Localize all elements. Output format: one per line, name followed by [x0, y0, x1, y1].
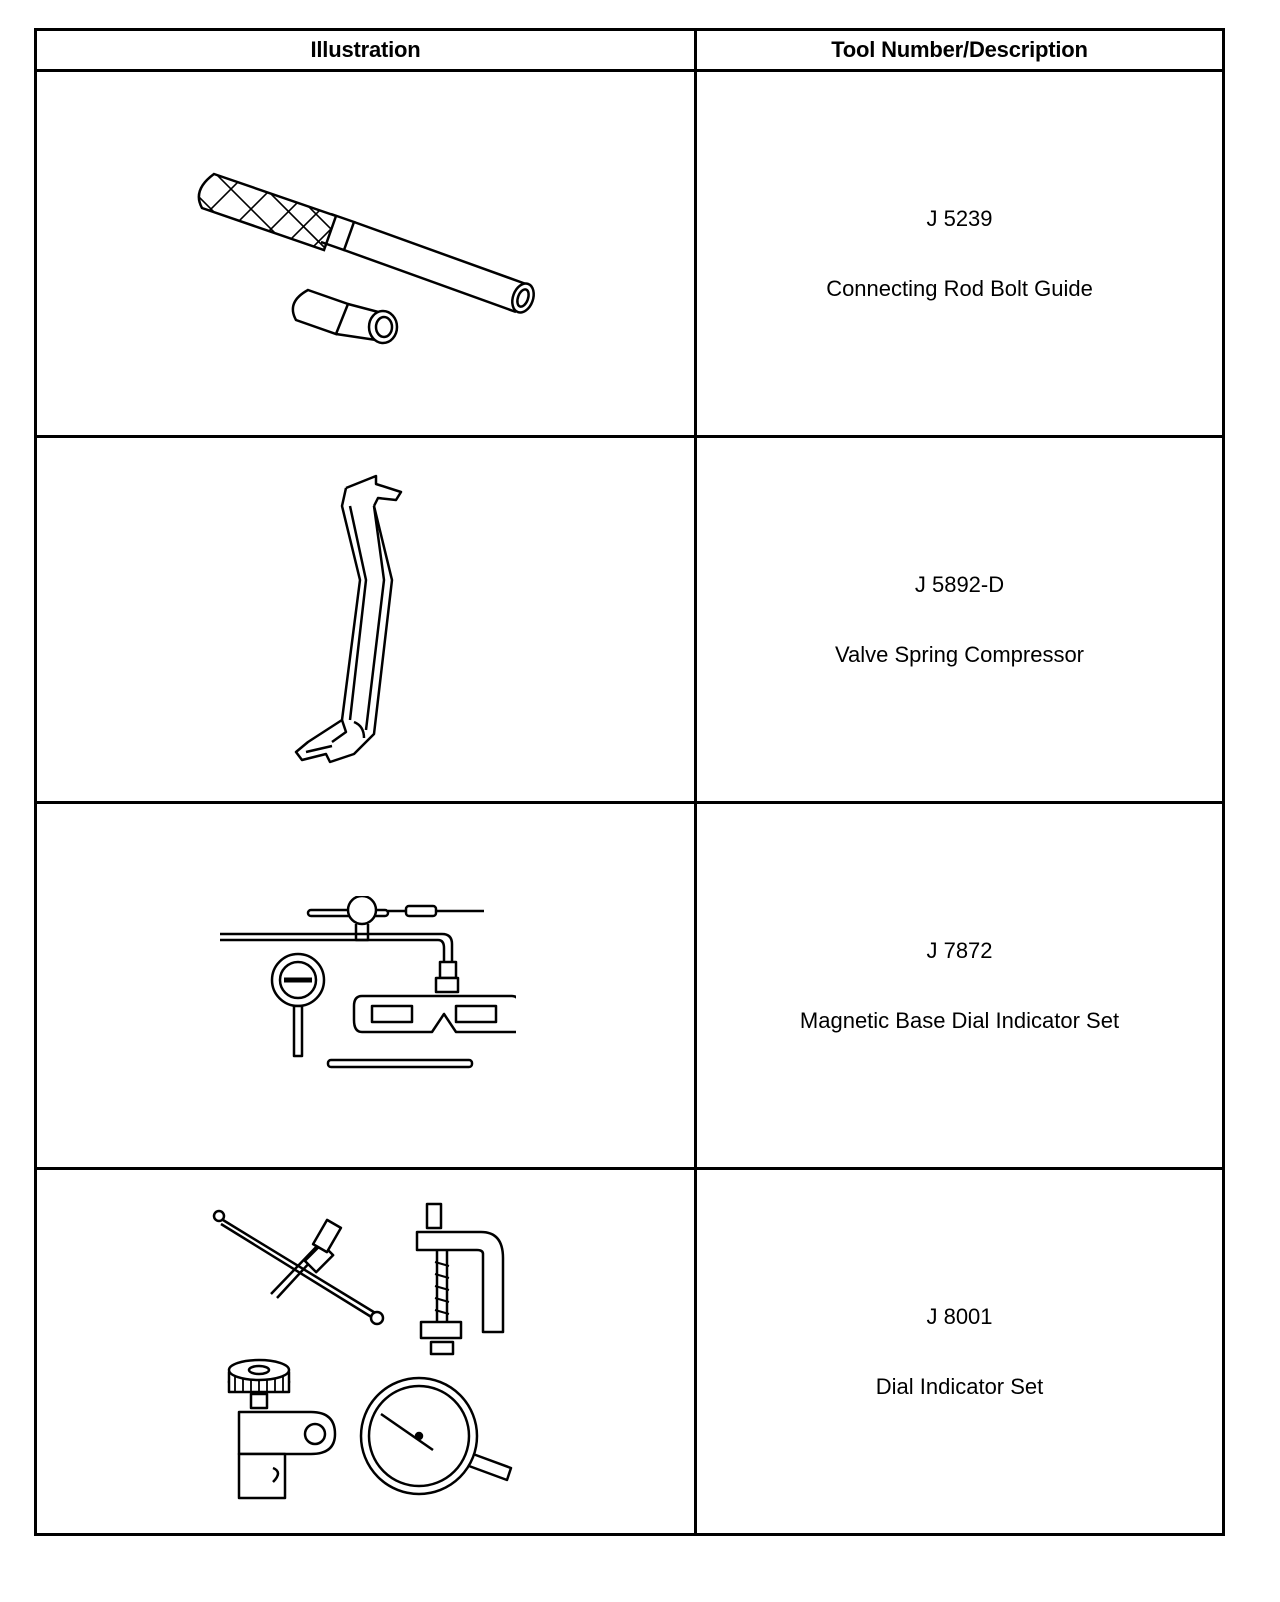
description-cell: J 5239 Connecting Rod Bolt Guide: [694, 69, 1225, 438]
tool-description: Dial Indicator Set: [875, 1373, 1044, 1399]
table-row: J 7872 Magnetic Base Dial Indicator Set: [34, 801, 1225, 1170]
special-tools-table: Illustration Tool Number/Description: [34, 28, 1225, 1536]
tool-description: Connecting Rod Bolt Guide: [826, 275, 1093, 301]
valve-spring-compressor-icon: [294, 474, 402, 763]
tool-description: Magnetic Base Dial Indicator Set: [799, 1007, 1120, 1033]
table-row: J 5239 Connecting Rod Bolt Guide: [34, 69, 1225, 438]
tool-number: J 8001: [926, 1303, 993, 1329]
tool-number: J 5892-D: [914, 571, 1005, 597]
header-illustration: Illustration: [34, 28, 697, 72]
illustration-cell: [34, 435, 697, 804]
illustration-cell: [34, 801, 697, 1170]
tool-number: J 7872: [926, 937, 993, 963]
illustration-cell: [34, 69, 697, 438]
tool-description: Valve Spring Compressor: [834, 641, 1085, 667]
table-header-row: Illustration Tool Number/Description: [34, 28, 1225, 72]
dial-indicator-set-icon: [212, 1202, 512, 1499]
description-cell: J 8001 Dial Indicator Set: [694, 1167, 1225, 1536]
table-row: J 8001 Dial Indicator Set: [34, 1167, 1225, 1536]
table-row: J 5892-D Valve Spring Compressor: [34, 435, 1225, 804]
description-cell: J 5892-D Valve Spring Compressor: [694, 435, 1225, 804]
connecting-rod-bolt-guide-icon: [197, 172, 535, 344]
description-cell: J 7872 Magnetic Base Dial Indicator Set: [694, 801, 1225, 1170]
magnetic-base-dial-indicator-icon: [219, 895, 516, 1068]
tool-number: J 5239: [926, 205, 993, 231]
illustration-cell: [34, 1167, 697, 1536]
header-tool-number-description: Tool Number/Description: [694, 28, 1225, 72]
